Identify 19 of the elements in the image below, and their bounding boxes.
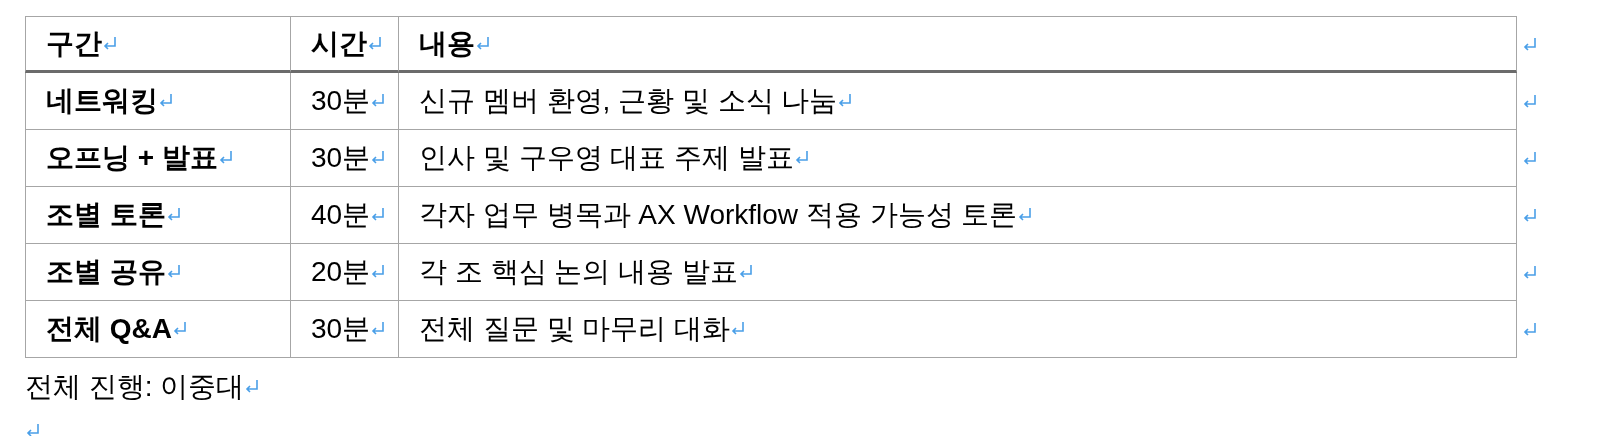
- table-cell: 시간: [290, 16, 398, 73]
- table-cell: 조별 토론: [25, 187, 290, 244]
- table-cell: 40분: [290, 187, 398, 244]
- table-cell: 전체 질문 및 마무리 대화: [398, 301, 1517, 358]
- table-cell: 네트워킹: [25, 73, 290, 130]
- table-cell: 오프닝 + 발표: [25, 130, 290, 187]
- table-cell: 각 조 핵심 논의 내용 발표: [398, 244, 1517, 301]
- table-cell: 30분: [290, 301, 398, 358]
- table-cell: 30분: [290, 130, 398, 187]
- table-cell: 구간: [25, 16, 290, 73]
- table-cell: 30분: [290, 73, 398, 130]
- table-cell: 신규 멤버 환영, 근황 및 소식 나눔: [398, 73, 1517, 130]
- table-cell: 전체 Q&A: [25, 301, 290, 358]
- table-cell: 조별 공유: [25, 244, 290, 301]
- note-text: 전체 진행: 이중대: [25, 370, 245, 404]
- table-cell: 인사 및 구우영 대표 주제 발표: [398, 130, 1517, 187]
- table-cell: 내용: [398, 16, 1517, 73]
- table-cell: 20분: [290, 244, 398, 301]
- table-cell: 각자 업무 병목과 AX Workflow 적용 가능성 토론: [398, 187, 1517, 244]
